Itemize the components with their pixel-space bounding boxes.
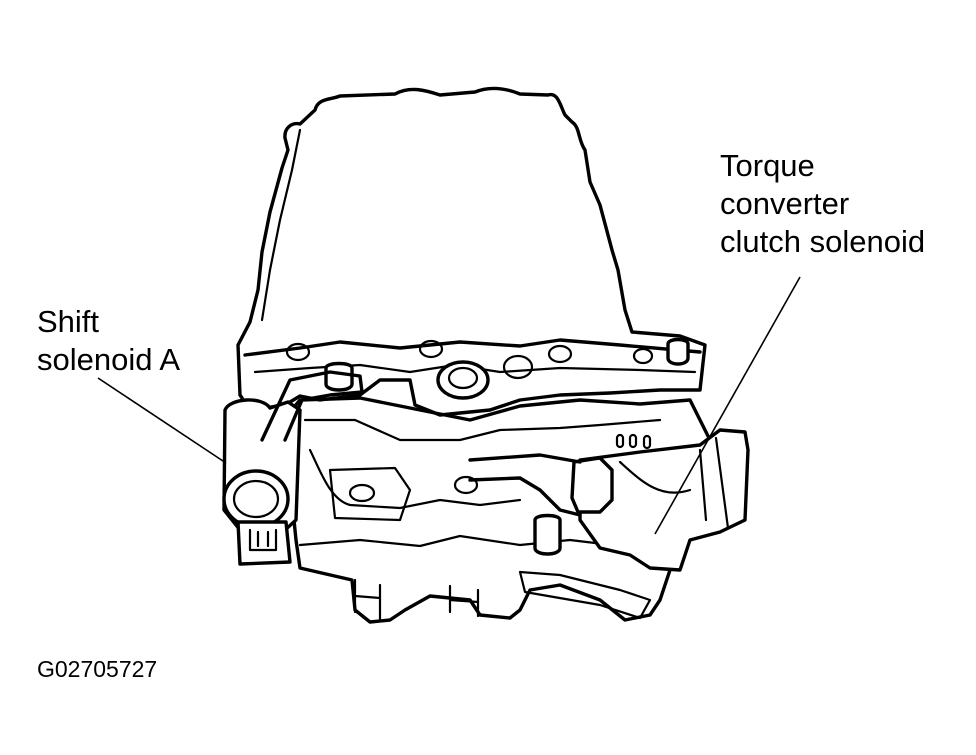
- figure-code: G02705727: [37, 656, 158, 682]
- shift-solenoid-a-label: Shift solenoid A: [37, 303, 180, 379]
- tcc-solenoid-leader: [654, 276, 801, 535]
- valve-port-1: [348, 483, 376, 503]
- tcc-solenoid-clip: [570, 456, 614, 514]
- stud-right: [666, 337, 690, 366]
- shift-solenoid-leader: [97, 377, 227, 464]
- valve-body-cover-outline: [236, 86, 707, 417]
- solenoid-bracket: [260, 370, 364, 442]
- flange-band: [243, 338, 702, 357]
- valve-body-inner-2: [308, 448, 522, 510]
- tcc-solenoid-coil: [618, 436, 730, 530]
- flange-bolt-holes: [285, 339, 654, 400]
- bottom-bracket: [518, 570, 652, 620]
- valve-body-inner-1: [303, 418, 662, 442]
- spool-bore-2: [448, 584, 480, 618]
- connector-pins: [248, 528, 278, 552]
- tcc-vent-slots: [615, 433, 652, 450]
- valve-body-inner-3: [328, 466, 412, 522]
- cover-inner-line: [260, 128, 302, 322]
- tcc-label-line-3: clutch solenoid: [720, 224, 926, 259]
- shift-solenoid-label-line-1: Shift: [37, 304, 100, 339]
- shift-solenoid-a-connector: [236, 520, 292, 566]
- shift-solenoid-a-bore: [232, 479, 280, 519]
- torque-converter-clutch-solenoid-label: Torque converter clutch solenoid: [720, 147, 925, 261]
- spool-bore-1: [353, 578, 382, 622]
- stud-left: [324, 361, 354, 392]
- shift-solenoid-label-line-2: solenoid A: [37, 342, 181, 377]
- center-stud: [533, 513, 562, 556]
- tcc-label-line-2: converter: [720, 186, 850, 221]
- valve-port-2: [453, 475, 479, 495]
- tcc-label-line-1: Torque: [720, 148, 815, 183]
- wire-harness: [468, 453, 582, 517]
